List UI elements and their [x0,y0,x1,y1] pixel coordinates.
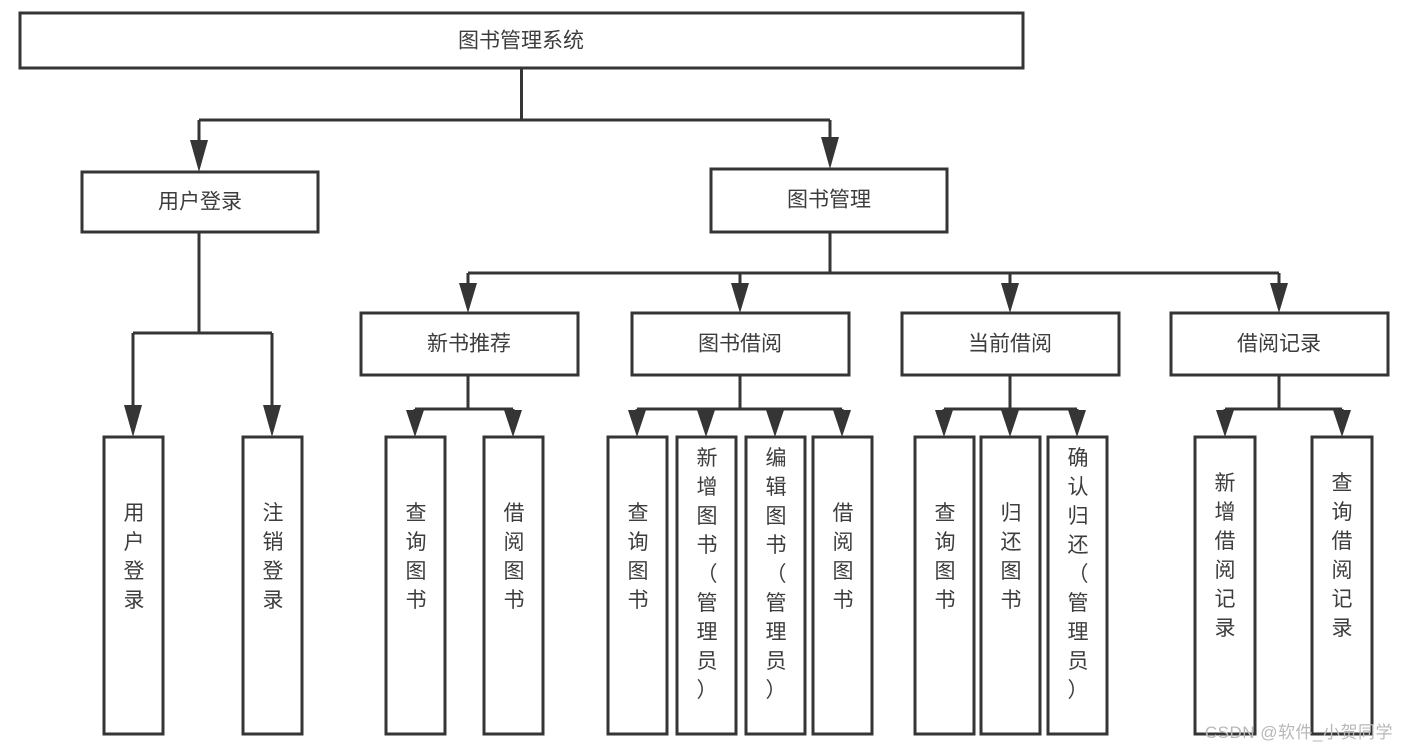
node-leaf-newbook-borrow-label: 借阅图书 [504,502,525,612]
node-current-label: 当前借阅 [968,333,1052,356]
node-leaf-newbook-query-label: 查询图书 [406,502,427,612]
node-leaf-newbook-query-box[interactable] [384,435,447,736]
node-root-box[interactable] [18,11,1025,70]
node-newbook-box[interactable] [359,311,580,377]
arrow-head-leaf-current-return [1001,410,1019,437]
node-leaf-borrow-query-label: 查询图书 [628,502,649,612]
arrow-head-leaf-borrow-add [697,410,715,437]
node-newbook[interactable]: 新书推荐 [359,311,580,377]
node-leaf-records-add-box[interactable] [1193,435,1257,736]
node-root[interactable]: 图书管理系统 [18,11,1025,70]
node-leaf-current-confirm[interactable]: 确认归还（管理员） [1046,435,1109,736]
node-leaf-borrow-lend-label: 借阅图书 [833,502,854,612]
node-login-label: 用户登录 [158,191,242,214]
arrow-head-current [1001,283,1019,313]
node-bookmgmt-label: 图书管理 [787,189,871,212]
arrow-head-newbook [459,283,477,313]
connector-layer [124,68,1351,437]
node-current-box[interactable] [900,311,1121,377]
node-leaf-user-logout[interactable]: 注销登录 [241,435,304,736]
node-login-box[interactable] [80,170,320,234]
node-leaf-records-query-box[interactable] [1310,435,1374,736]
arrow-head-leaf-records-add [1216,410,1234,437]
node-leaf-records-query-label: 查询借阅记录 [1332,472,1353,640]
node-leaf-current-confirm-box[interactable] [1046,435,1109,736]
node-records-box[interactable] [1169,311,1390,377]
node-leaf-current-return-label: 归还图书 [1001,502,1022,612]
node-login[interactable]: 用户登录 [80,170,320,234]
node-leaf-borrow-lend[interactable]: 借阅图书 [811,435,874,736]
node-root-label: 图书管理系统 [458,30,584,53]
arrow-head-leaf-newbook-query [406,410,424,437]
node-leaf-records-add-label: 新增借阅记录 [1215,472,1236,640]
node-leaf-borrow-lend-box[interactable] [811,435,874,736]
arrow-head-leaf-user-login [124,405,142,437]
arrow-head-leaf-borrow-query [628,410,646,437]
node-leaf-records-query[interactable]: 查询借阅记录 [1310,435,1374,736]
node-leaf-user-logout-label: 注销登录 [263,502,284,612]
node-leaf-user-login-box[interactable] [102,435,165,736]
arrow-head-leaf-current-confirm [1068,410,1086,437]
node-leaf-borrow-edit[interactable]: 编辑图书（管理员） [744,435,807,736]
node-leaf-borrow-add[interactable]: 新增图书（管理员） [675,435,738,736]
arrow-head-leaf-records-query [1333,410,1351,437]
node-leaf-newbook-query[interactable]: 查询图书 [384,435,447,736]
node-leaf-current-return-box[interactable] [979,435,1042,736]
node-leaf-user-login[interactable]: 用户登录 [102,435,165,736]
node-leaf-current-return[interactable]: 归还图书 [979,435,1042,736]
arrow-head-leaf-borrow-edit [766,410,784,437]
node-leaf-borrow-query[interactable]: 查询图书 [606,435,669,736]
node-leaf-newbook-borrow-box[interactable] [482,435,545,736]
node-leaf-borrow-query-box[interactable] [606,435,669,736]
arrow-head-leaf-current-query [935,410,953,437]
node-leaf-user-logout-box[interactable] [241,435,304,736]
node-bookmgmt-box[interactable] [709,167,949,234]
node-leaf-user-login-label: 用户登录 [124,502,145,612]
node-borrow-label: 图书借阅 [698,333,782,356]
arrow-head-leaf-borrow-lend [833,410,851,437]
node-newbook-label: 新书推荐 [427,333,511,356]
arrow-head-leaf-newbook-borrow [504,410,522,437]
arrow-head-bookmgmt [821,137,839,169]
node-leaf-current-query-box[interactable] [913,435,976,736]
node-leaf-borrow-edit-label: 编辑图书（管理员） [766,447,787,702]
node-leaf-current-query[interactable]: 查询图书 [913,435,976,736]
node-leaf-newbook-borrow[interactable]: 借阅图书 [482,435,545,736]
node-leaf-current-query-label: 查询图书 [935,502,956,612]
node-leaf-borrow-add-label: 新增图书（管理员） [697,447,718,702]
node-leaf-current-confirm-label: 确认归还（管理员） [1068,447,1089,702]
node-records[interactable]: 借阅记录 [1169,311,1390,377]
node-records-label: 借阅记录 [1237,333,1321,356]
arrow-head-leaf-user-logout [263,405,281,437]
arrow-head-borrow [731,283,749,313]
arrow-head-records [1270,283,1288,313]
node-leaf-records-add[interactable]: 新增借阅记录 [1193,435,1257,736]
node-borrow-box[interactable] [630,311,851,377]
node-leaf-borrow-add-box[interactable] [675,435,738,736]
arrow-head-login [190,140,208,172]
node-borrow[interactable]: 图书借阅 [630,311,851,377]
node-leaf-borrow-edit-box[interactable] [744,435,807,736]
node-current[interactable]: 当前借阅 [900,311,1121,377]
node-bookmgmt[interactable]: 图书管理 [709,167,949,234]
